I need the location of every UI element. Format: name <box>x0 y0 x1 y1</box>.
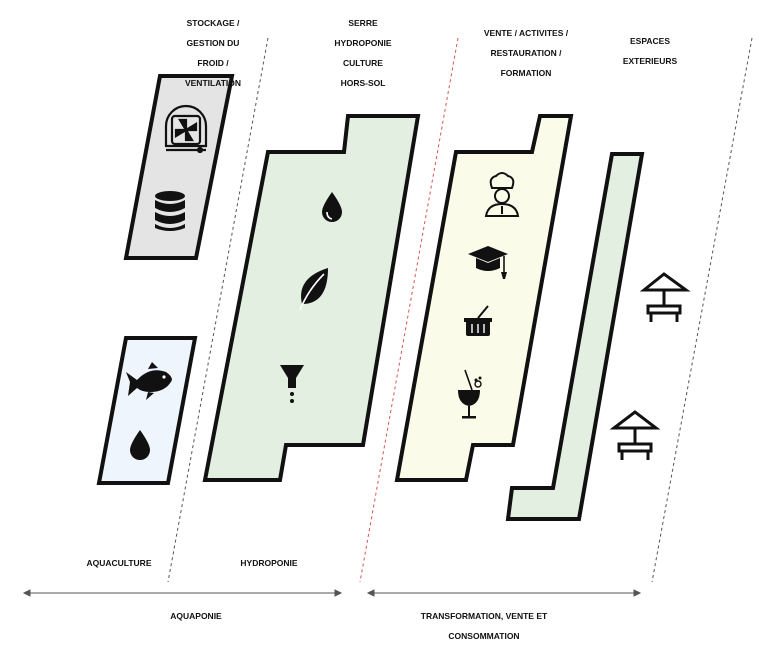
aquaponics-arrow <box>22 589 343 597</box>
sales-block <box>394 114 574 482</box>
zone-label-hydroponics: HYDROPONIE <box>240 558 298 568</box>
header-greenhouse: SERRE HYDROPONIE CULTURE HORS-SOL <box>334 18 392 88</box>
label-transformation: TRANSFORMATION, VENTE ET CONSOMMATION <box>420 611 548 641</box>
water-drop-icon <box>322 192 342 222</box>
water-drop-icon <box>130 430 150 460</box>
graduation-cap-icon <box>468 246 508 279</box>
header-sales: VENTE / ACTIVITES / RESTAURATION / FORMA… <box>483 28 569 78</box>
market-stall-icon <box>609 410 661 460</box>
header-storage: STOCKAGE / GESTION DU FROID / VENTILATIO… <box>184 18 242 88</box>
market-stall-icon <box>639 272 691 322</box>
aquaculture-block <box>96 336 198 485</box>
label-aquaponics: AQUAPONIE <box>170 611 222 621</box>
cocktail-icon <box>458 369 482 419</box>
transformation-arrow <box>366 589 642 597</box>
fish-icon <box>126 362 172 400</box>
header-outdoor: ESPACES EXTERIEURS <box>622 36 678 66</box>
outdoor-strip <box>505 152 645 521</box>
divider-line-2-red <box>359 37 459 583</box>
ventilation-fan-icon <box>164 104 208 154</box>
zone-label-aquaculture: AQUACULTURE <box>86 558 152 568</box>
aquaponics-site-diagram <box>22 37 753 597</box>
divider-line-3 <box>651 37 753 583</box>
storage-block <box>123 74 235 260</box>
leaf-icon <box>299 268 328 311</box>
shopping-basket-icon <box>464 305 492 336</box>
divider-line-1 <box>167 37 269 583</box>
chef-icon <box>484 172 520 217</box>
database-storage-icon <box>155 191 185 231</box>
funnel-filter-icon <box>280 365 304 403</box>
